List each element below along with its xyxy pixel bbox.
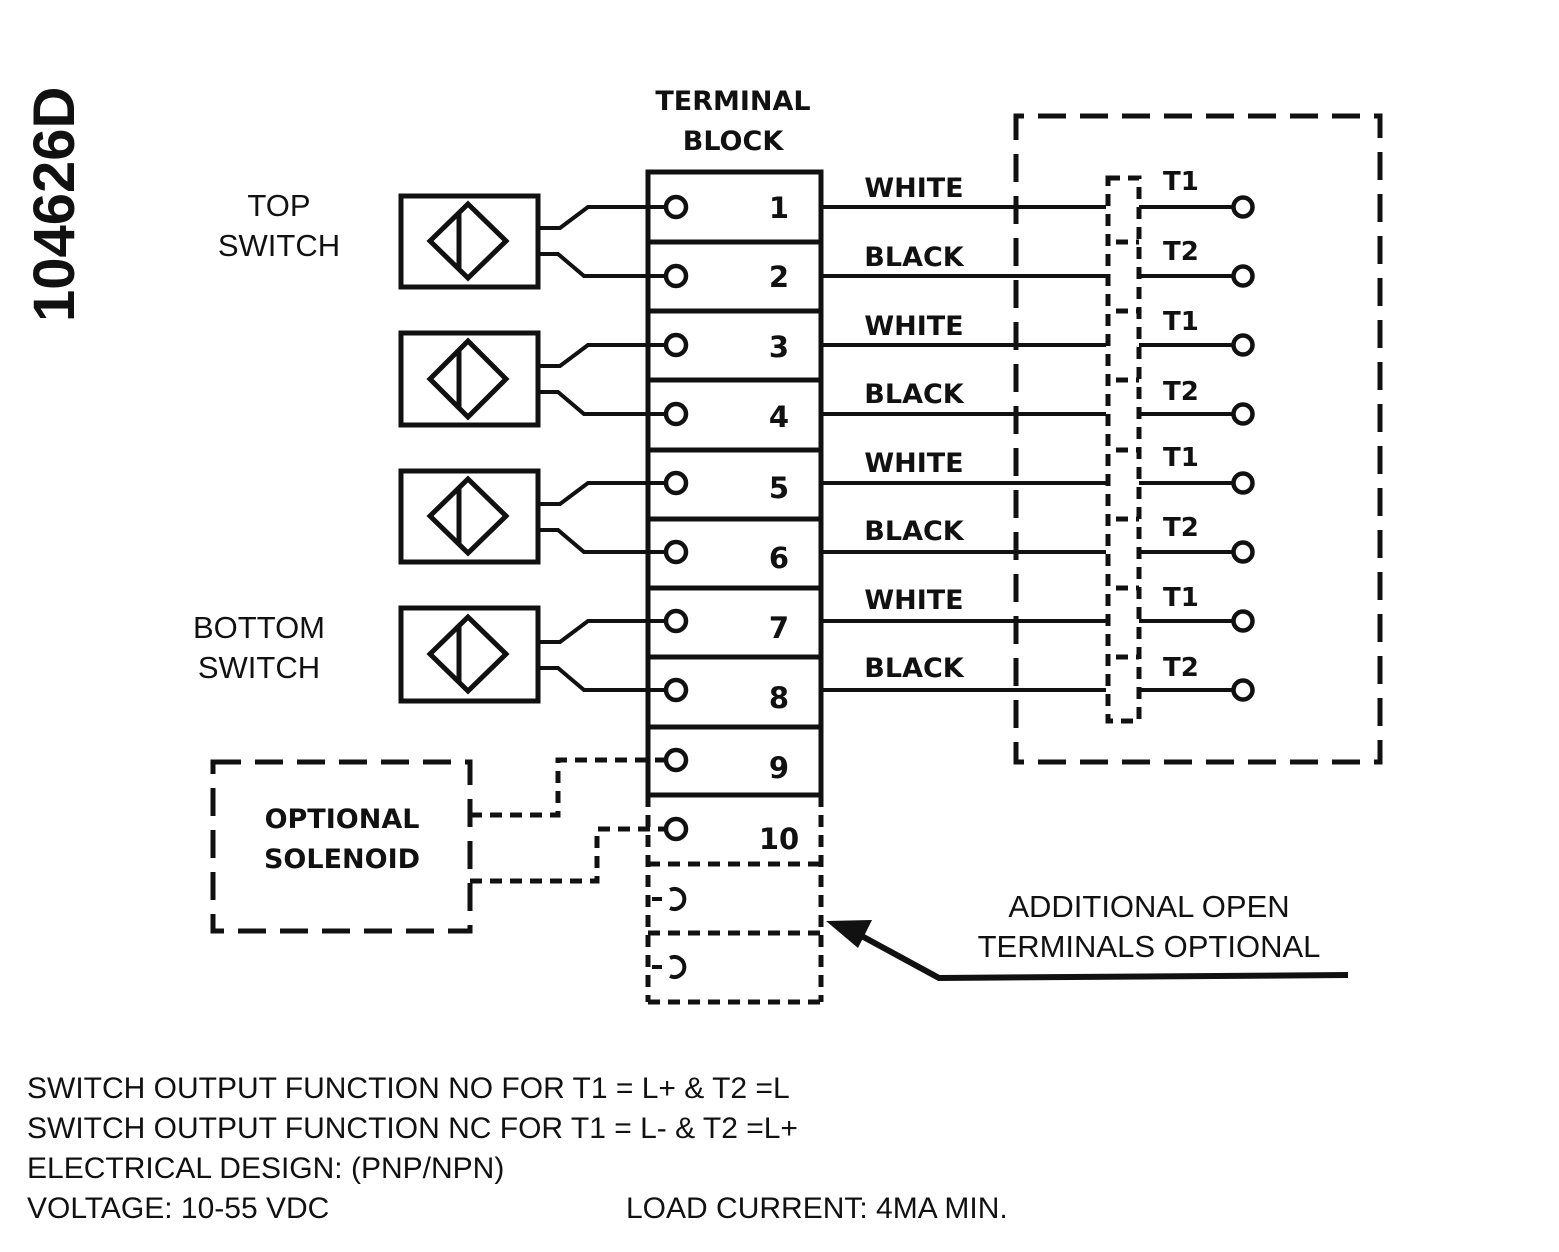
terminal-number-6: 6 [769,541,789,575]
terminal-block-title-line2: BLOCK [683,126,785,157]
output-terminal-label-3: T1 [1163,307,1199,337]
terminal-number-3: 3 [769,330,789,364]
additional-terminals-label-line2: TERMINALS OPTIONAL [978,929,1321,964]
note-output-function-no: SWITCH OUTPUT FUNCTION NO FOR T1 = L+ & … [27,1072,790,1105]
switch-sensor-3 [398,468,541,565]
wire-color-4: BLACK [864,379,964,410]
output-terminal-label-8: T2 [1163,653,1199,683]
output-terminal-label-2: T2 [1163,237,1199,267]
switch-sensor-2 [398,330,541,428]
wire-color-6: BLACK [864,516,964,547]
output-terminal-label-5: T1 [1163,443,1199,473]
output-terminal-label-7: T1 [1163,583,1199,613]
bottom-switch-label-line2: SWITCH [198,650,320,685]
terminal-number-1: 1 [769,191,789,225]
wire-color-2: BLACK [864,242,964,273]
output-enclosure [1013,113,1383,765]
output-wires [821,205,1106,692]
bottom-switch-sensor [398,605,541,704]
solenoid-label-line2: SOLENOID [264,844,420,875]
terminal-number-2: 2 [769,260,789,294]
additional-terminals-arrow [826,920,1349,982]
note-voltage: VOLTAGE: 10-55 VDC [27,1192,329,1225]
wire-color-8: BLACK [864,653,964,684]
wire-color-7: WHITE [864,585,963,616]
output-terminal-label-4: T2 [1163,377,1199,407]
output-pins [1231,195,1255,702]
solenoid-label-line1: OPTIONAL [265,804,420,835]
terminal-number-10: 10 [759,822,799,856]
terminal-number-4: 4 [769,400,789,434]
connector-housing [1105,175,1142,724]
terminal-screws [648,194,689,842]
terminal-number-7: 7 [769,611,789,645]
note-load-current: LOAD CURRENT: 4MA MIN. [626,1192,1008,1225]
output-terminal-label-1: T1 [1163,167,1199,197]
top-switch-label-line2: SWITCH [218,228,340,263]
note-output-function-nc: SWITCH OUTPUT FUNCTION NC FOR T1 = L- & … [27,1112,798,1145]
terminal-number-9: 9 [769,751,789,785]
optional-solenoid-box [210,759,473,934]
top-switch-label-line1: TOP [247,188,310,223]
bottom-switch-label-line1: BOTTOM [193,610,325,645]
switch-leads [538,205,676,692]
part-number: 104626D [22,87,87,322]
wire-color-1: WHITE [864,173,963,204]
solenoid-leads [470,757,676,884]
open-terminals [652,887,687,979]
terminal-number-8: 8 [769,681,789,715]
terminal-number-5: 5 [769,471,789,505]
terminal-block-title-line1: TERMINAL [655,86,810,117]
wire-color-3: WHITE [864,311,963,342]
additional-terminals-label-line1: ADDITIONAL OPEN [1008,889,1289,924]
note-electrical-design: ELECTRICAL DESIGN: (PNP/NPN) [27,1152,504,1185]
output-pin-leads [1139,205,1234,692]
top-switch-sensor [398,193,541,290]
optional-terminal-block [645,795,824,1005]
output-terminal-label-6: T2 [1163,513,1199,543]
wire-color-5: WHITE [864,448,963,479]
